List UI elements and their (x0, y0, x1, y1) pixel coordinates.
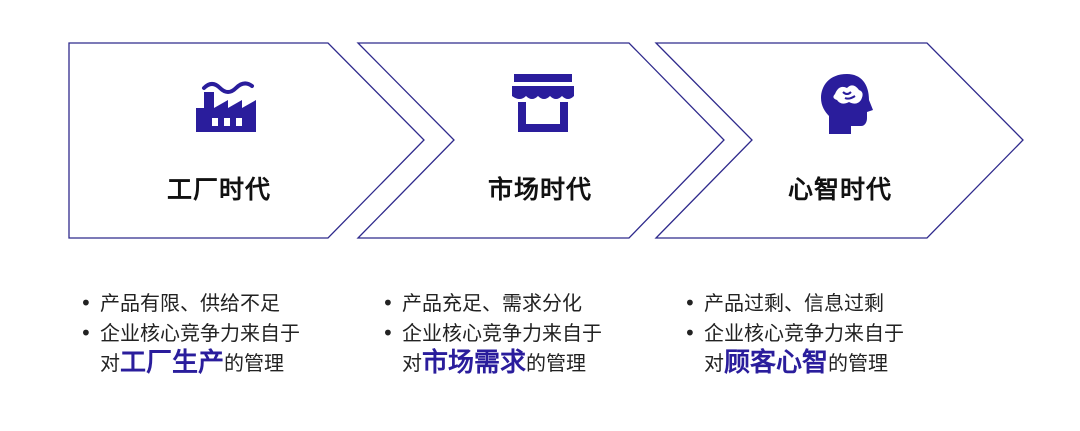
chevron-stage-2 (356, 42, 725, 239)
key-phrase: 工厂生产 (120, 348, 225, 378)
storefront-icon (512, 74, 574, 132)
bullet-marker: • (684, 321, 696, 345)
continuation-suffix: 的管理 (526, 351, 587, 375)
stage-description-mind: • 产品过剩、信息过剩 • 企业核心竞争力来自于 对顾客心智的管理 (676, 288, 976, 378)
stage-title-mind: 心智时代 (787, 175, 892, 204)
chevron-stage-3 (654, 42, 1024, 239)
bullet-marker: • (80, 291, 92, 315)
bullet-marker: • (684, 291, 696, 315)
stage-description-factory: • 产品有限、供给不足 • 企业核心竞争力来自于 对工厂生产的管理 (72, 288, 372, 378)
list-item: • 企业核心竞争力来自于 (676, 318, 976, 348)
list-item: • 产品过剩、信息过剩 (676, 288, 976, 318)
bullet-marker: • (382, 291, 394, 315)
list-item: • 产品有限、供给不足 (72, 288, 372, 318)
list-item: • 企业核心竞争力来自于 (72, 318, 372, 348)
list-item: • 产品充足、需求分化 (374, 288, 674, 318)
bullet-text: 产品过剩、信息过剩 (704, 291, 884, 315)
list-item-continuation: 对工厂生产的管理 (72, 348, 372, 378)
stage-description-market: • 产品充足、需求分化 • 企业核心竞争力来自于 对市场需求的管理 (374, 288, 674, 378)
bullet-marker: • (80, 321, 92, 345)
factory-icon (196, 81, 256, 132)
list-item-continuation: 对顾客心智的管理 (676, 348, 976, 378)
continuation-suffix: 的管理 (224, 351, 285, 375)
bullet-text: 企业核心竞争力来自于 (704, 321, 904, 345)
bullet-text: 产品有限、供给不足 (100, 291, 280, 315)
key-phrase: 顾客心智 (724, 348, 829, 378)
key-phrase: 市场需求 (422, 348, 527, 378)
bullet-marker: • (382, 321, 394, 345)
continuation-suffix: 的管理 (828, 351, 889, 375)
chevron-stage-1 (68, 42, 425, 239)
continuation-prefix: 对 (704, 351, 724, 375)
bullet-text: 企业核心竞争力来自于 (402, 321, 602, 345)
brain-head-icon (821, 74, 873, 134)
stage-title-factory: 工厂时代 (166, 175, 271, 204)
continuation-prefix: 对 (100, 351, 120, 375)
stage-title-market: 市场时代 (487, 175, 592, 204)
list-item-continuation: 对市场需求的管理 (374, 348, 674, 378)
continuation-prefix: 对 (402, 351, 422, 375)
bullet-text: 产品充足、需求分化 (402, 291, 582, 315)
list-item: • 企业核心竞争力来自于 (374, 318, 674, 348)
bullet-text: 企业核心竞争力来自于 (100, 321, 300, 345)
